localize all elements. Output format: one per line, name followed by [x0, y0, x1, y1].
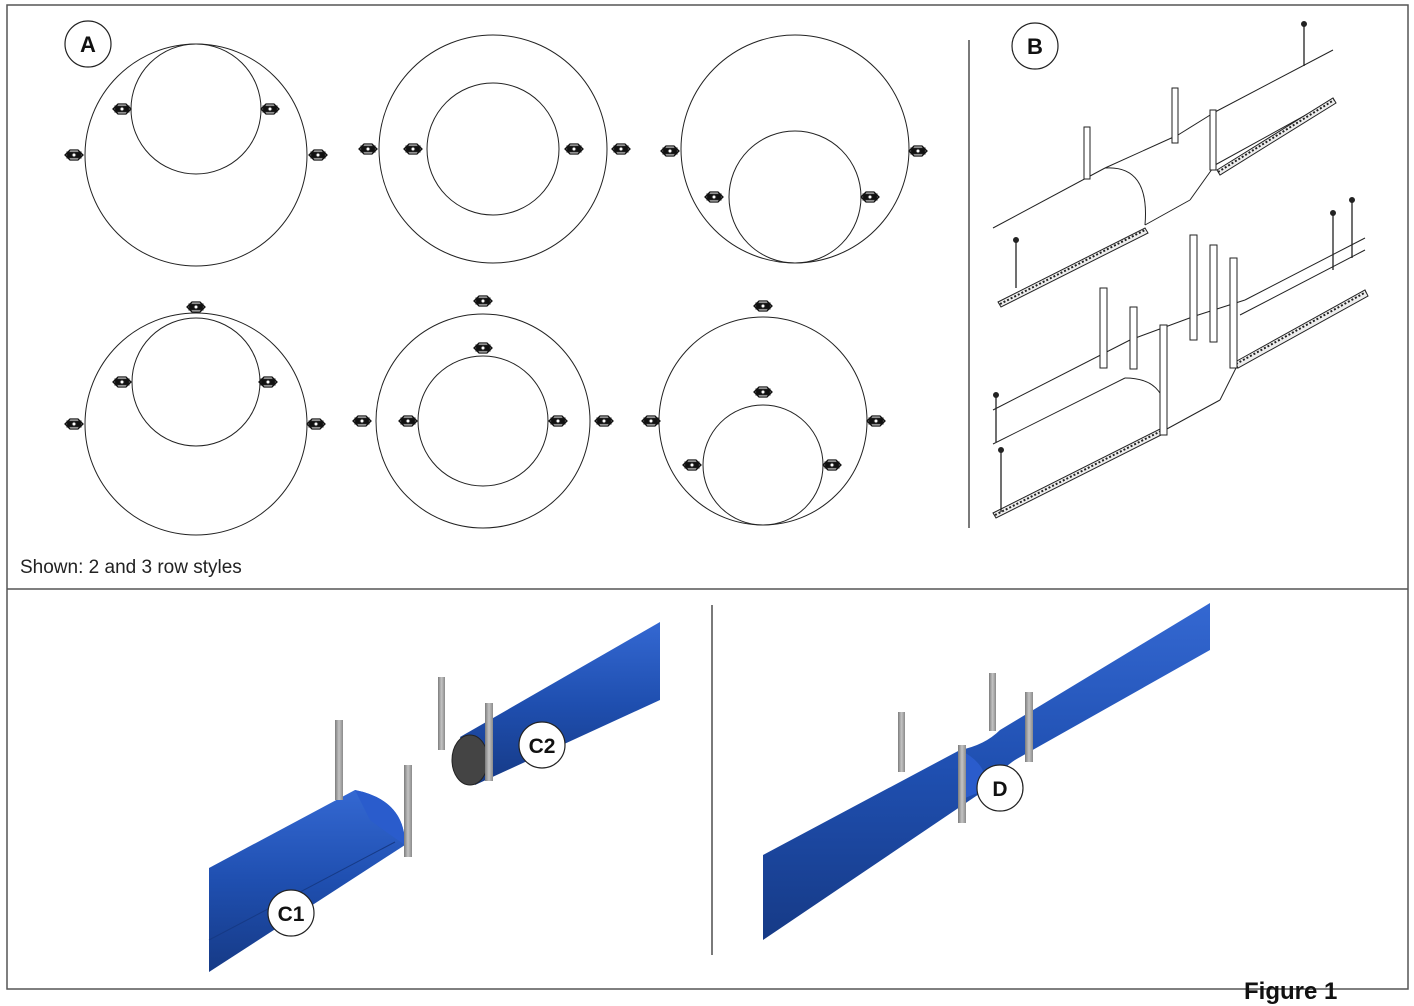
section-2row-bottom [660, 34, 928, 264]
panel-a-cross-sections [64, 34, 928, 536]
outer-border [6, 4, 1409, 990]
pipe-c1 [208, 720, 412, 972]
figure-title: Figure 1 [1244, 978, 1338, 1005]
badge-d: D [976, 764, 1024, 812]
section-3row-middle [352, 295, 614, 529]
section-2row-middle [358, 34, 631, 264]
transition-2row [992, 21, 1337, 308]
label-c2: C2 [529, 735, 556, 758]
label-a: A [80, 32, 96, 57]
badge-c2: C2 [518, 721, 566, 769]
label-c1: C1 [278, 903, 305, 926]
section-2row-top [64, 43, 328, 267]
label-d: D [992, 778, 1007, 801]
badge-c1: C1 [267, 889, 315, 937]
transition-3row [992, 197, 1369, 519]
label-b: B [1027, 34, 1043, 59]
badge-a: A [64, 20, 112, 68]
badge-b: B [1011, 22, 1059, 70]
panel-b-isometric-transitions [992, 21, 1369, 519]
caption-row-styles: Shown: 2 and 3 row styles [20, 557, 242, 578]
section-3row-bottom [641, 300, 886, 526]
panel-c-pipe-sections [208, 622, 660, 972]
section-3row-top [64, 301, 326, 536]
pipe-c2 [438, 622, 660, 786]
